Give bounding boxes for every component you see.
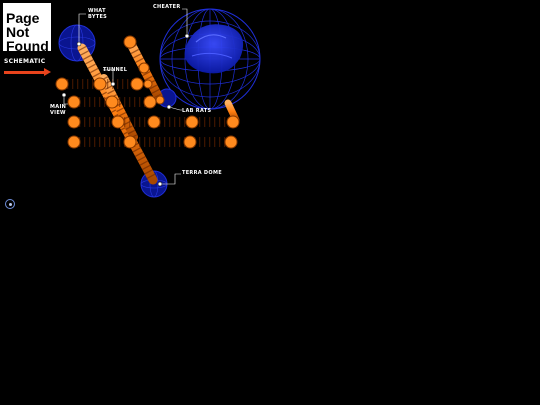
schematic-nav-button[interactable]: SCHEMATIC	[4, 59, 54, 77]
label-lab-rats[interactable]: LAB RATS	[182, 108, 212, 114]
label-cheater[interactable]: CHEATER	[153, 4, 181, 10]
label-terra-dome[interactable]: TERRA DOME	[182, 170, 222, 176]
junction-nodes	[55, 35, 240, 149]
schematic-arrow-bar	[4, 71, 44, 74]
page-not-found-text: Page Not Found	[6, 10, 49, 51]
label-main-view[interactable]: MAIN VIEW	[50, 104, 67, 116]
page-not-found-banner: Page Not Found	[3, 3, 51, 51]
label-what-bytes[interactable]: WHAT BYTES	[88, 8, 108, 20]
schematic-label: SCHEMATIC	[4, 58, 46, 65]
crosshair-target-icon[interactable]	[5, 199, 15, 209]
label-tunnel[interactable]: TUNNEL	[103, 67, 128, 73]
arrow-right-icon	[44, 68, 51, 76]
cheater-sphere[interactable]	[159, 8, 261, 110]
location-pins	[61, 33, 190, 187]
leader-lines	[63, 8, 188, 185]
tube-diagonal-long[interactable]	[77, 43, 158, 185]
